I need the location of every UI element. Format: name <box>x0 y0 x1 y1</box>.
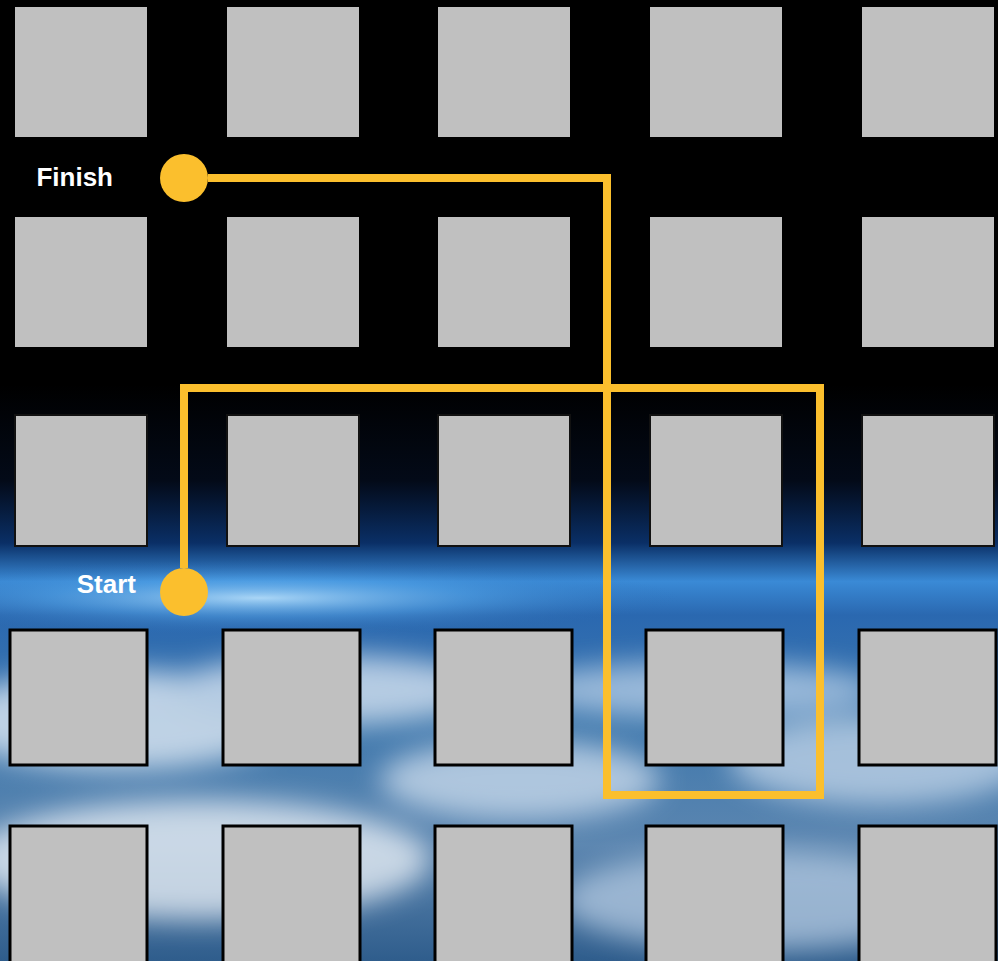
marker-dot: Finish <box>160 154 208 202</box>
point-label: Start <box>77 569 136 600</box>
grid-squares <box>10 7 996 961</box>
marker-dot: Start <box>160 568 208 616</box>
point-label: Finish <box>36 162 113 193</box>
route-line <box>184 178 820 795</box>
